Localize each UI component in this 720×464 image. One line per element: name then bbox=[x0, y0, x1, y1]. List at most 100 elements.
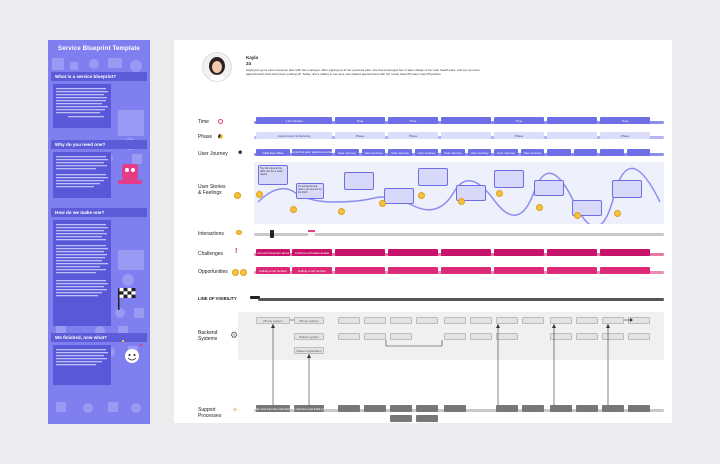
backend-cell[interactable]: Phone system bbox=[256, 317, 290, 324]
backend-cell[interactable] bbox=[390, 333, 412, 340]
backend-cell[interactable] bbox=[338, 317, 360, 324]
time-cell[interactable]: Time bbox=[335, 117, 385, 124]
journey-cell[interactable]: User Journey bbox=[468, 149, 491, 156]
backend-cell[interactable] bbox=[576, 317, 598, 324]
opportunity-cell[interactable] bbox=[600, 267, 650, 274]
support-cell[interactable] bbox=[390, 415, 412, 422]
journey-cell[interactable] bbox=[574, 149, 597, 156]
backend-cell[interactable] bbox=[550, 317, 572, 324]
glasses-icon bbox=[250, 296, 260, 299]
challenge-cell[interactable] bbox=[335, 249, 385, 256]
backend-cell[interactable] bbox=[390, 317, 412, 324]
support-cell[interactable] bbox=[390, 405, 412, 412]
support-cell[interactable] bbox=[522, 405, 544, 412]
challenge-cell[interactable]: Lost and forgotten about bbox=[256, 249, 290, 256]
backend-cell[interactable] bbox=[470, 317, 492, 324]
journey-cell[interactable]: User Journey bbox=[362, 149, 385, 156]
backend-cell[interactable]: Patient registration bbox=[294, 347, 324, 354]
challenge-cell[interactable] bbox=[547, 249, 597, 256]
speech-bubble[interactable] bbox=[418, 168, 448, 186]
time-cell[interactable]: Time bbox=[600, 117, 650, 124]
line-of-visibility bbox=[258, 298, 664, 301]
challenge-cell[interactable] bbox=[388, 249, 438, 256]
phase-cell[interactable]: Appointment Scheduling bbox=[256, 132, 332, 139]
support-cell[interactable] bbox=[628, 405, 650, 412]
opportunity-cell[interactable] bbox=[441, 267, 491, 274]
support-cell[interactable] bbox=[364, 405, 386, 412]
phase-cell[interactable] bbox=[441, 132, 491, 139]
phase-cell[interactable]: Phase bbox=[600, 132, 650, 139]
speech-bubble[interactable] bbox=[344, 172, 374, 190]
journey-cell[interactable]: User Journey bbox=[415, 149, 438, 156]
challenge-cell[interactable] bbox=[600, 249, 650, 256]
journey-cell[interactable] bbox=[627, 149, 650, 156]
phase-cell[interactable]: Phase bbox=[335, 132, 385, 139]
emoji-icon bbox=[496, 190, 503, 197]
speech-bubble[interactable]: The front desk at the office has been re… bbox=[258, 165, 288, 185]
calendar-icon[interactable] bbox=[308, 230, 315, 236]
phase-cell[interactable]: Phase bbox=[388, 132, 438, 139]
backend-cell[interactable] bbox=[444, 317, 466, 324]
time-cell[interactable]: Time bbox=[494, 117, 544, 124]
backend-cell[interactable] bbox=[576, 333, 598, 340]
support-cell[interactable]: Hire and train the scheduler bbox=[256, 405, 290, 412]
journey-cell[interactable] bbox=[547, 149, 571, 156]
backend-cell[interactable]: Phone system bbox=[294, 317, 324, 324]
time-cell[interactable]: 1-10 minutes bbox=[256, 117, 332, 124]
journey-cell[interactable]: User Journey bbox=[494, 149, 518, 156]
opportunity-cell[interactable] bbox=[335, 267, 385, 274]
backend-cell[interactable] bbox=[470, 333, 492, 340]
backend-cell[interactable] bbox=[602, 317, 624, 324]
journey-cell[interactable]: User Journey bbox=[521, 149, 544, 156]
opportunity-cell[interactable]: Calling a cell number bbox=[292, 267, 332, 274]
backend-cell[interactable] bbox=[602, 333, 624, 340]
backend-cell[interactable] bbox=[496, 333, 518, 340]
backend-cell[interactable] bbox=[628, 317, 650, 324]
support-cell[interactable] bbox=[444, 405, 466, 412]
support-cell[interactable] bbox=[602, 405, 624, 412]
phase-cell[interactable] bbox=[547, 132, 597, 139]
opportunity-cell[interactable]: Calling a cell number bbox=[256, 267, 290, 274]
journey-cell[interactable]: Calls their office bbox=[256, 149, 290, 156]
backend-cell[interactable]: Patient system bbox=[294, 333, 324, 340]
time-cell[interactable] bbox=[441, 117, 491, 124]
support-cell[interactable] bbox=[338, 405, 360, 412]
opportunity-cell[interactable] bbox=[494, 267, 544, 274]
support-cell[interactable] bbox=[416, 415, 438, 422]
backend-cell[interactable] bbox=[444, 333, 466, 340]
opportunity-cell[interactable] bbox=[388, 267, 438, 274]
speech-bubble[interactable] bbox=[384, 188, 414, 204]
journey-cell[interactable]: Talk to the front desk / appointment sch… bbox=[292, 149, 332, 156]
phone-icon[interactable] bbox=[270, 230, 274, 238]
backend-cell[interactable] bbox=[496, 317, 518, 324]
speech-bubble[interactable] bbox=[494, 170, 524, 188]
support-cell[interactable] bbox=[550, 405, 572, 412]
backend-cell[interactable] bbox=[628, 333, 650, 340]
speech-bubble[interactable]: I'm excited to hear when I can see her o… bbox=[296, 183, 324, 199]
support-cell[interactable] bbox=[416, 405, 438, 412]
speech-bubble[interactable] bbox=[456, 185, 486, 201]
journey-cell[interactable] bbox=[600, 149, 624, 156]
speech-bubble[interactable] bbox=[534, 180, 564, 196]
backend-cell[interactable] bbox=[364, 333, 386, 340]
time-cell[interactable]: Time bbox=[388, 117, 438, 124]
journey-cell[interactable]: User Journey bbox=[388, 149, 412, 156]
backend-cell[interactable] bbox=[550, 333, 572, 340]
backend-cell[interactable] bbox=[416, 317, 438, 324]
challenge-cell[interactable] bbox=[441, 249, 491, 256]
journey-cell[interactable]: User Journey bbox=[441, 149, 465, 156]
support-cell[interactable] bbox=[496, 405, 518, 412]
support-cell[interactable] bbox=[576, 405, 598, 412]
support-cell[interactable]: Adopt optimize and EHR system bbox=[294, 405, 324, 412]
speech-bubble[interactable] bbox=[612, 180, 642, 198]
challenge-cell[interactable]: Confirms schedule details bbox=[292, 249, 332, 256]
challenge-cell[interactable] bbox=[494, 249, 544, 256]
journey-cell[interactable]: User Journey bbox=[335, 149, 359, 156]
backend-cell[interactable] bbox=[522, 317, 544, 324]
backend-cell[interactable] bbox=[364, 317, 386, 324]
phase-cell[interactable]: Phase bbox=[494, 132, 544, 139]
time-cell[interactable] bbox=[547, 117, 597, 124]
backend-cell[interactable] bbox=[338, 333, 360, 340]
row-label-time: Time bbox=[198, 119, 209, 125]
opportunity-cell[interactable] bbox=[547, 267, 597, 274]
